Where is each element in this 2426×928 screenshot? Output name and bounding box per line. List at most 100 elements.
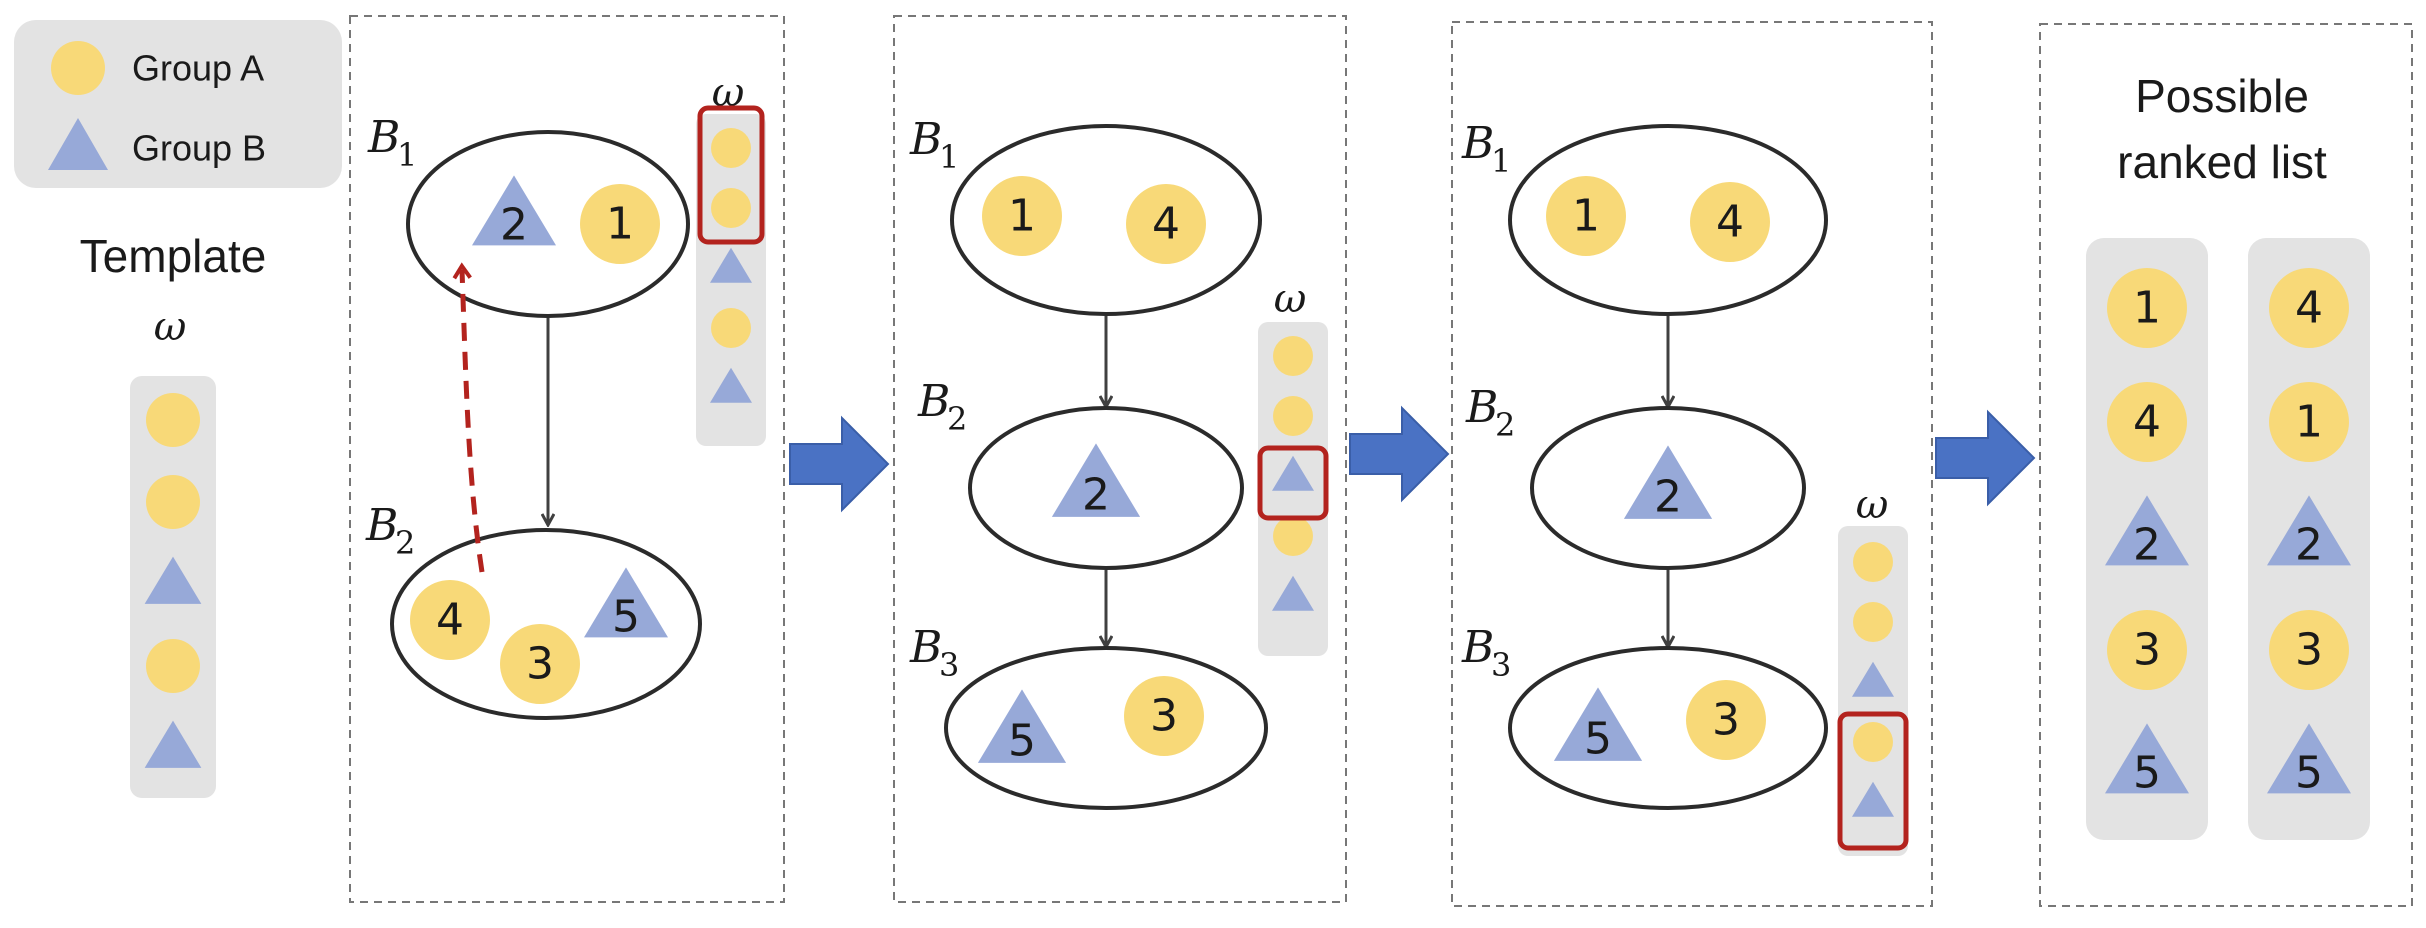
group-a-circle-icon: [1686, 680, 1766, 760]
step-arrow-3: [1935, 409, 2036, 507]
group-a-circle-icon: [1853, 722, 1893, 762]
panel-2-omega-highlight: [1257, 445, 1329, 521]
group-a-circle-icon: [711, 128, 751, 168]
panel-3-b2-items: 2: [1623, 445, 1713, 523]
panel-2-bucket-b2: [968, 406, 1244, 570]
group-a-circle-icon: [711, 188, 751, 228]
step-arrow-2: [1349, 405, 1450, 503]
panel-2-b2-items: 2: [1051, 443, 1141, 521]
group-a-circle-icon: [1546, 176, 1626, 256]
item-id-label: 4: [1716, 197, 1744, 248]
group-a-circle-icon: [51, 41, 105, 95]
group-a-circle-icon: [1273, 516, 1313, 556]
group-a-circle-icon: [146, 393, 200, 447]
panel-3-omega-sequence: [1852, 542, 1894, 817]
panel-3-omega: ω: [1856, 482, 1889, 528]
group-a-circle-icon: [711, 308, 751, 348]
group-a-circle-icon: [146, 475, 200, 529]
panel-2-frame: [893, 15, 1347, 903]
panel-3-frame: [1451, 21, 1933, 907]
item-id-label: 5: [1584, 714, 1612, 765]
group-b-triangle-icon: [144, 720, 202, 768]
panel-2-b1-sub: 1: [939, 138, 959, 176]
panel-2-bucket-b1: [950, 124, 1262, 316]
item-id-label: 1: [2133, 283, 2161, 334]
legend-group-b-label: Group B: [132, 128, 266, 169]
group-a-circle-icon: [2107, 382, 2187, 462]
panel-2-omega: ω: [1274, 276, 1307, 322]
group-b-triangle-icon: [472, 175, 556, 246]
template-omega: ω: [154, 304, 187, 350]
panel-3-b1-sub: 1: [1491, 142, 1511, 180]
item-id-label: 1: [1008, 191, 1036, 242]
group-a-circle-icon: [1124, 676, 1204, 756]
panel-1-b2-items: 4 3 5: [410, 567, 668, 704]
item-id-label: 5: [2295, 747, 2323, 798]
legend-group-a-label: Group A: [132, 48, 264, 89]
panel-1-omega-sequence: [710, 128, 752, 403]
panel-1-b2-sub: 2: [395, 524, 415, 562]
step-arrow-1: [789, 415, 890, 513]
group-b-triangle-icon: [1272, 455, 1314, 491]
item-id-label: 1: [1572, 191, 1600, 242]
item-id-label: 2: [1654, 472, 1682, 523]
template-title: Template: [80, 230, 267, 282]
panel-3-b3-sub: 3: [1491, 646, 1511, 684]
group-b-triangle-icon: [710, 247, 752, 283]
panel-1-omega-highlight: [697, 105, 765, 245]
group-b-triangle-icon: [2105, 723, 2189, 794]
panel-2-b3-letter: B: [909, 622, 942, 673]
panel-2-omega-sequence: [1272, 336, 1314, 611]
group-b-triangle-icon: [2105, 495, 2189, 566]
group-b-triangle-icon: [2267, 723, 2351, 794]
panel-3-b1-letter: B: [1461, 118, 1494, 169]
group-b-triangle-icon: [977, 689, 1067, 763]
item-id-label: 2: [500, 199, 528, 250]
item-id-label: 3: [2295, 625, 2323, 676]
group-a-circle-icon: [2269, 382, 2349, 462]
group-b-triangle-icon: [2267, 495, 2351, 566]
panel-3-b3-letter: B: [1461, 622, 1494, 673]
group-a-circle-icon: [2269, 610, 2349, 690]
item-id-label: 3: [1150, 691, 1178, 742]
group-b-triangle-icon: [1623, 445, 1713, 519]
result-title-line2: ranked list: [2117, 136, 2327, 188]
panel-2-b1-letter: B: [909, 114, 942, 165]
panel-2-b3-sub: 3: [939, 646, 959, 684]
panel-3-b2-letter: B: [1465, 382, 1498, 433]
result-frame: [2039, 23, 2413, 907]
group-b-triangle-icon: [1852, 661, 1894, 697]
group-a-circle-icon: [2107, 268, 2187, 348]
panel-3-bucket-b1: [1508, 124, 1828, 316]
group-a-circle-icon: [2269, 268, 2349, 348]
group-a-circle-icon: [1126, 184, 1206, 264]
group-b-triangle-icon: [1272, 575, 1314, 611]
group-a-circle-icon: [1853, 542, 1893, 582]
item-id-label: 4: [436, 595, 464, 646]
group-b-triangle-icon: [1852, 781, 1894, 817]
item-id-label: 1: [2295, 397, 2323, 448]
group-b-triangle-icon: [584, 567, 668, 638]
panel-1-swap-arrow: [452, 262, 485, 573]
item-id-label: 4: [2133, 397, 2161, 448]
group-a-circle-icon: [146, 639, 200, 693]
panel-2-b2-letter: B: [917, 376, 950, 427]
panel-1-b1-letter: B: [367, 112, 400, 163]
item-id-label: 3: [1712, 695, 1740, 746]
panel-1-bucket-b1: [406, 130, 690, 318]
panel-1-bucket-b2: [390, 528, 702, 720]
panel-2-bucket-b3: [944, 646, 1268, 810]
item-id-label: 2: [2295, 519, 2323, 570]
template-sequence: [144, 393, 202, 768]
item-id-label: 3: [526, 639, 554, 690]
item-id-label: 5: [612, 591, 640, 642]
panel-3-bucket-b2: [1530, 406, 1806, 570]
item-id-label: 2: [2133, 519, 2161, 570]
group-a-circle-icon: [2107, 610, 2187, 690]
